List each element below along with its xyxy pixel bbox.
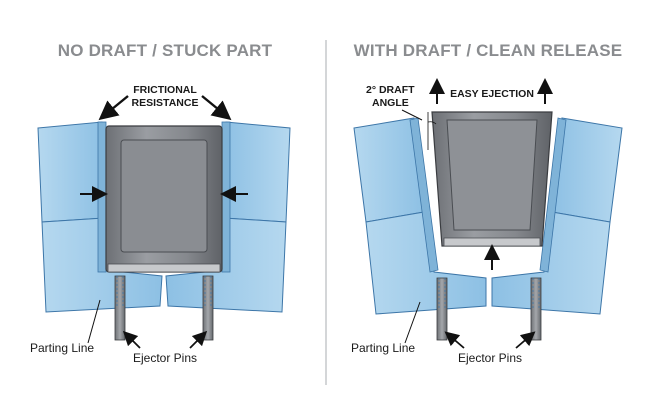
right-mold-cavity-left xyxy=(409,117,439,273)
right-ejector-arrow-2 xyxy=(515,331,536,349)
right-panel-title: WITH DRAFT / CLEAN RELEASE xyxy=(354,41,623,60)
right-ejector-pins-label: Ejector Pins xyxy=(458,351,522,365)
right-part-base-strip xyxy=(443,237,541,247)
left-panel-title: NO DRAFT / STUCK PART xyxy=(58,41,273,60)
draft-angle-label-line2: ANGLE xyxy=(372,97,409,109)
right-panel: WITH DRAFT / CLEAN RELEASE 2° DRAFT ANGL… xyxy=(351,41,623,365)
friction-arrow-left xyxy=(98,95,129,121)
left-ejector-pin-2 xyxy=(202,275,214,341)
draft-angle-leader xyxy=(401,109,423,121)
left-ejector-pin-1 xyxy=(114,275,126,341)
frictional-label-line2: RESISTANCE xyxy=(132,97,199,109)
left-ejector-arrow-2 xyxy=(189,330,208,349)
left-panel: NO DRAFT / STUCK PART FRICTIONAL RESISTA… xyxy=(30,41,291,365)
left-parting-line-label: Parting Line xyxy=(30,341,94,355)
right-mold-lower-right xyxy=(491,211,611,315)
left-cavity-wall-right xyxy=(221,121,231,273)
right-parting-line-leader xyxy=(404,301,421,344)
draft-angle-label-line1: 2° DRAFT xyxy=(366,84,415,96)
easy-ejection-label: EASY EJECTION xyxy=(450,88,534,100)
left-part-base-strip xyxy=(107,263,221,273)
draft-angle-arc xyxy=(427,121,437,125)
left-part-inner xyxy=(120,139,208,253)
left-mold-upper-right xyxy=(223,121,291,223)
right-mold-cavity-right xyxy=(539,117,567,273)
right-ejector-pin-1 xyxy=(436,277,448,341)
friction-arrow-right xyxy=(201,95,232,121)
left-mold-upper-left xyxy=(37,121,105,223)
left-ejector-arrow-1 xyxy=(122,330,141,349)
right-part-inner xyxy=(446,119,538,231)
right-ejector-arrow-1 xyxy=(444,331,465,349)
left-cavity-wall-left xyxy=(97,121,107,273)
right-ejector-pin-2 xyxy=(530,277,542,341)
left-ejector-pins-label: Ejector Pins xyxy=(133,351,197,365)
right-parting-line-label: Parting Line xyxy=(351,341,415,355)
left-parting-line-leader xyxy=(87,299,101,344)
frictional-label-line1: FRICTIONAL xyxy=(133,84,197,96)
